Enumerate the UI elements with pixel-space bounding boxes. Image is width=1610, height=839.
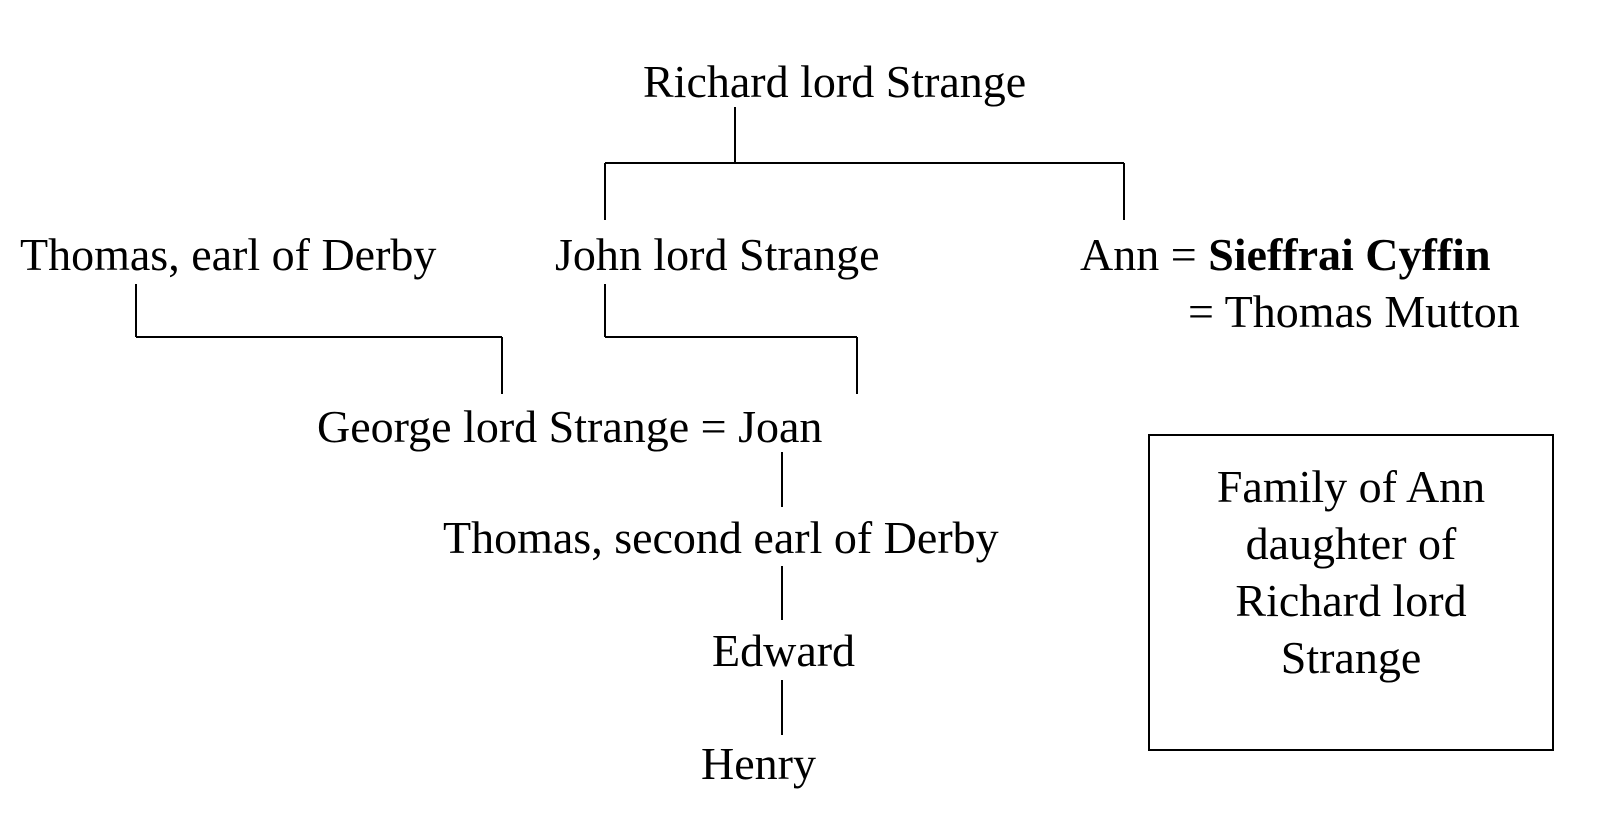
- ann-marriage-line: Ann = Sieffrai Cyffin: [1080, 232, 1491, 278]
- george-joan-marriage-line: George lord Strange = Joan: [317, 404, 822, 450]
- marriage-sign: =: [700, 401, 727, 452]
- person-thomas-second-earl-of-derby: Thomas, second earl of Derby: [443, 512, 999, 563]
- caption-line: Family of Ann: [1216, 461, 1486, 512]
- person-thomas-mutton: Thomas Mutton: [1224, 286, 1520, 337]
- person-george-lord-strange: George lord Strange: [317, 401, 690, 452]
- marriage-sign: =: [1188, 286, 1214, 337]
- caption-line: Strange: [1280, 632, 1422, 683]
- ann-second-marriage-line: = Thomas Mutton: [1188, 289, 1520, 335]
- caption-line: daughter of: [1245, 518, 1457, 569]
- person-ann: Ann: [1080, 229, 1160, 280]
- person-edward: Edward: [712, 625, 856, 676]
- person-henry: Henry: [701, 738, 816, 789]
- marriage-sign: =: [1170, 229, 1197, 280]
- person-joan: Joan: [738, 401, 823, 452]
- person-john-lord-strange: John lord Strange: [555, 229, 880, 280]
- caption-line: Richard lord: [1235, 575, 1467, 626]
- caption-box: Family of Ann daughter of Richard lord S…: [1148, 434, 1554, 751]
- person-richard-lord-strange: Richard lord Strange: [643, 56, 1027, 107]
- person-thomas-earl-of-derby: Thomas, earl of Derby: [20, 229, 437, 280]
- caption-text: Family of Ann daughter of Richard lord S…: [1217, 458, 1485, 749]
- person-sieffrai-cyffin: Sieffrai Cyffin: [1208, 229, 1491, 280]
